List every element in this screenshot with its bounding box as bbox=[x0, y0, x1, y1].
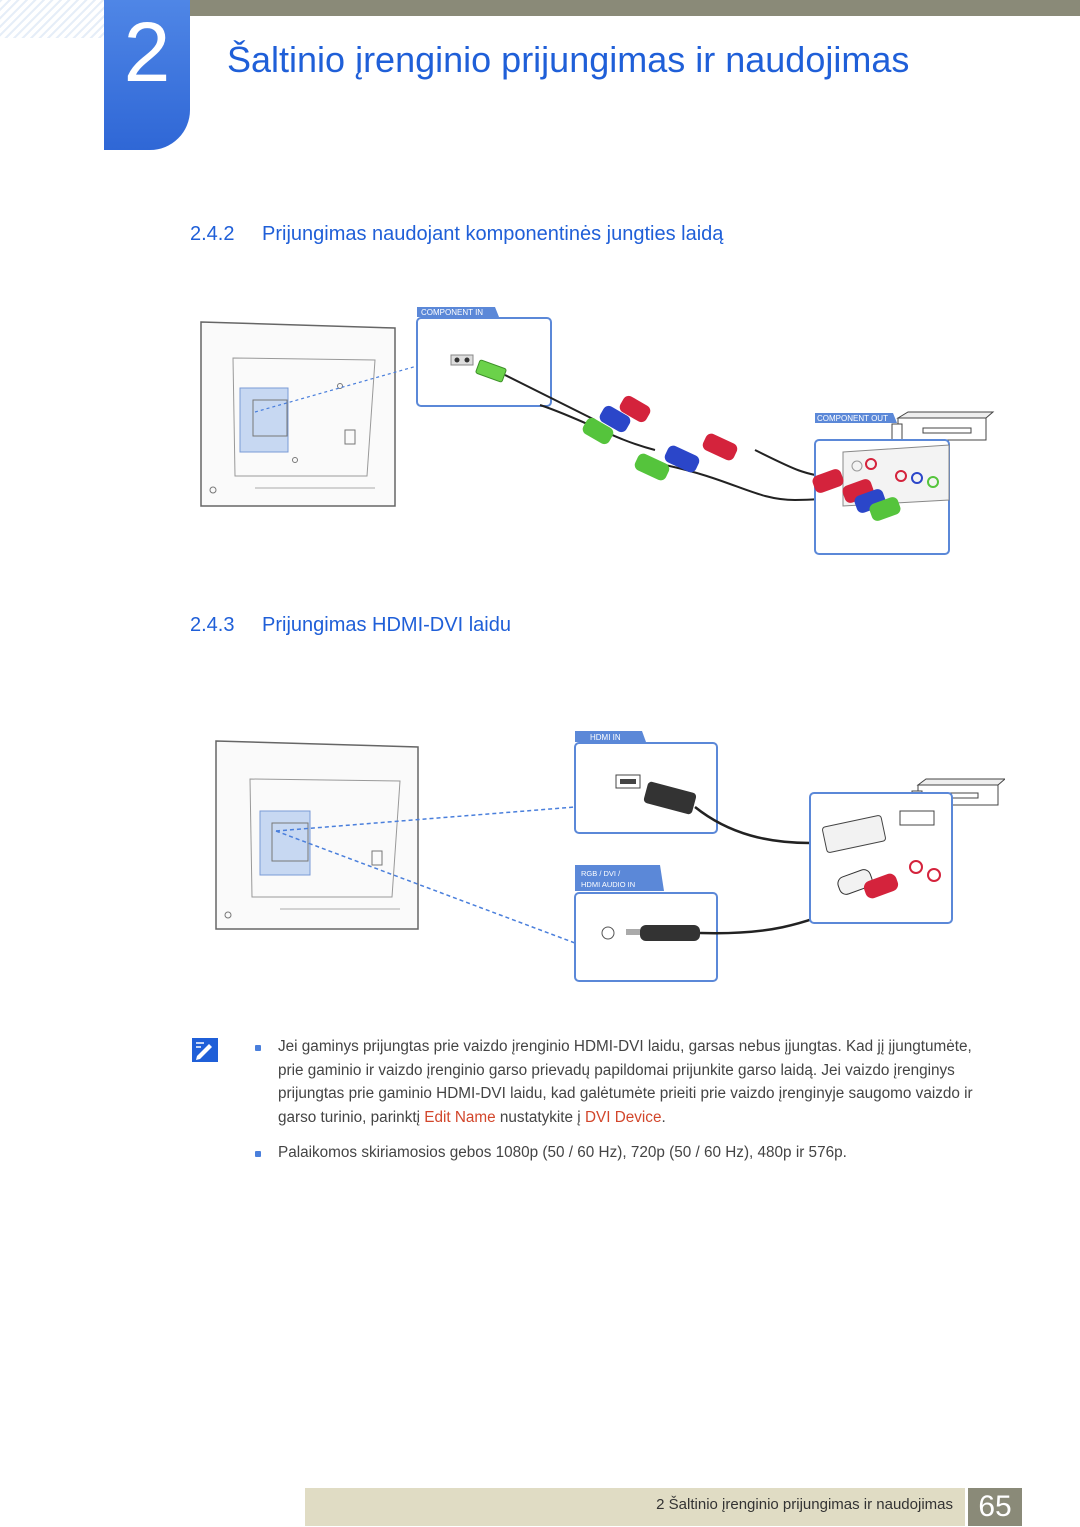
note-text-part: . bbox=[661, 1108, 666, 1126]
note-supported-resolutions: Palaikomos skiriamosios gebos 1080p (50 … bbox=[278, 1144, 847, 1161]
source-device-illustration bbox=[891, 411, 995, 441]
bullet-icon bbox=[255, 1045, 261, 1051]
section-number: 2.4.3 bbox=[190, 614, 235, 636]
note-hdmi-dvi-audio: Jei gaminys prijungtas prie vaizdo įreng… bbox=[278, 1035, 998, 1129]
footer-bar bbox=[305, 1488, 965, 1526]
monitor-back-illustration bbox=[200, 321, 418, 507]
section-heading-hdmi-dvi: 2.4.3 Prijungimas HDMI-DVI laidu bbox=[190, 615, 511, 635]
header-bar bbox=[190, 0, 1080, 16]
hdmi-dvi-connection-diagram: HDMI IN RGB / DVI / HDMI AUDIO IN bbox=[215, 731, 1005, 982]
section-title: Prijungimas naudojant komponentinės jung… bbox=[262, 223, 724, 245]
audio-in-label-line1: RGB / DVI / bbox=[581, 869, 621, 878]
component-connection-diagram: COMPONENT IN COMPONENT OUT bbox=[200, 307, 995, 555]
section-number: 2.4.2 bbox=[190, 223, 235, 245]
footer-chapter-text: 2 Šaltinio įrenginio prijungimas ir naud… bbox=[656, 1496, 953, 1513]
audio-in-label-line2: HDMI AUDIO IN bbox=[581, 880, 635, 889]
bullet-icon bbox=[255, 1151, 261, 1157]
chapter-number-box bbox=[104, 0, 190, 150]
chapter-number: 2 bbox=[123, 5, 171, 99]
header-hatch-decoration bbox=[0, 0, 104, 38]
component-out-label: COMPONENT OUT bbox=[817, 414, 888, 423]
hdmi-in-label: HDMI IN bbox=[590, 733, 621, 742]
dvi-device-highlight: DVI Device bbox=[584, 1108, 662, 1126]
edit-name-highlight: Edit Name bbox=[424, 1108, 496, 1126]
section-heading-component: 2.4.2 Prijungimas naudojant komponentinės… bbox=[190, 224, 723, 244]
note-text-part: Jei gaminys prijungtas prie vaizdo įreng… bbox=[278, 1038, 973, 1126]
note-text-part: nustatykite į bbox=[495, 1108, 585, 1126]
monitor-back-illustration bbox=[215, 740, 419, 930]
page-number: 65 bbox=[968, 1488, 1022, 1526]
chapter-title: Šaltinio įrenginio prijungimas ir naudoj… bbox=[227, 39, 910, 80]
note-icon bbox=[192, 1038, 218, 1062]
section-title: Prijungimas HDMI-DVI laidu bbox=[262, 614, 511, 636]
component-in-label: COMPONENT IN bbox=[421, 308, 483, 317]
